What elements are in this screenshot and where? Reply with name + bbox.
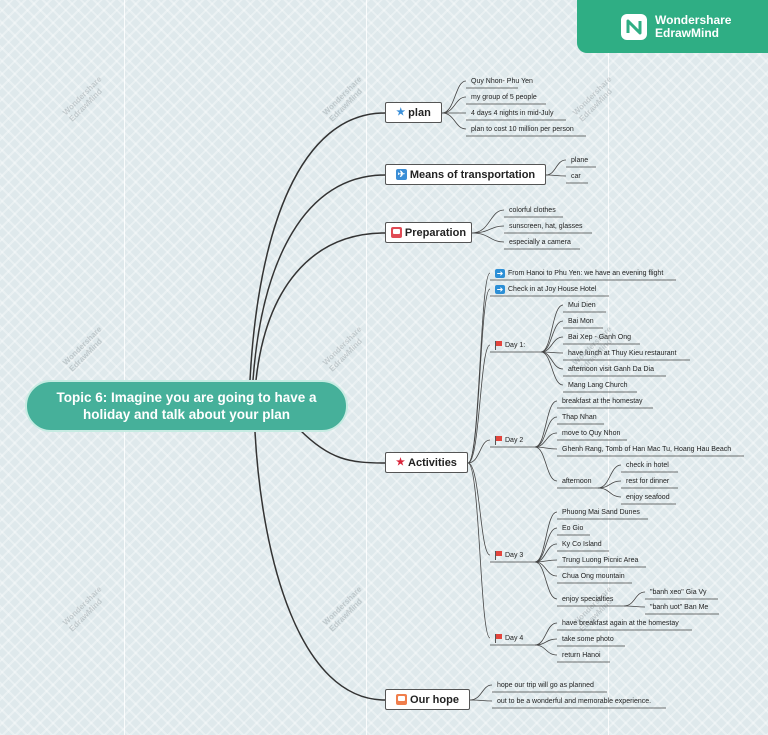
day-4-item[interactable]: return Hanoi: [562, 652, 601, 659]
day-3-node[interactable]: Day 3: [495, 549, 523, 562]
day-1-item[interactable]: Bai Mon: [568, 318, 594, 325]
day-3-item[interactable]: Trung Luong Picnic Area: [562, 557, 639, 564]
preparation-item[interactable]: sunscreen, hat, glasses: [509, 223, 583, 230]
specialty-item[interactable]: "banh xeo" Gia Vy: [650, 589, 707, 596]
day-2-afternoon[interactable]: afternoon: [562, 478, 592, 485]
day-3-specialties[interactable]: enjoy specialties: [562, 596, 614, 603]
background-divider: [366, 0, 367, 735]
flag-icon: [495, 436, 502, 445]
activity-arrow-item[interactable]: ➜Check in at Joy House Hotel: [495, 285, 597, 294]
blue-star-icon: ★: [396, 106, 406, 118]
hope-item[interactable]: hope our trip will go as planned: [497, 682, 594, 689]
day-2-item[interactable]: breakfast at the homestay: [562, 398, 643, 405]
preparation-item[interactable]: colorful clothes: [509, 207, 556, 214]
flag-icon: [495, 341, 502, 350]
clipboard-icon: [390, 227, 402, 238]
brand-name: Wondershare EdrawMind: [655, 12, 732, 40]
day-1-item[interactable]: Bai Xep - Ganh Ong: [568, 334, 632, 341]
afternoon-item[interactable]: enjoy seafood: [626, 494, 670, 501]
day-1-item[interactable]: afternoon visit Ganh Da Dia: [568, 366, 654, 373]
background-divider: [124, 0, 125, 735]
day-2-item[interactable]: Thap Nhan: [562, 414, 597, 421]
plan-item[interactable]: plan to cost 10 million per person: [471, 126, 574, 133]
day-3-item[interactable]: Chua Ong mountain: [562, 573, 625, 580]
note-icon: [396, 694, 408, 705]
day-1-item[interactable]: have lunch at Thuy Kieu restaurant: [568, 350, 677, 357]
day-4-item[interactable]: take some photo: [562, 636, 614, 643]
afternoon-item[interactable]: check in hotel: [626, 462, 669, 469]
flag-icon: [495, 634, 502, 643]
day-4-node[interactable]: Day 4: [495, 632, 523, 645]
transport-item[interactable]: car: [571, 173, 581, 180]
day-3-item[interactable]: Phuong Mai Sand Dunes: [562, 509, 640, 516]
arrow-right-icon: ➜: [495, 285, 505, 294]
preparation-item[interactable]: especially a camera: [509, 239, 571, 246]
topic-transportation[interactable]: ✈Means of transportation: [385, 164, 546, 185]
topic-our-hope[interactable]: Our hope: [385, 689, 470, 710]
specialty-item[interactable]: "banh uot" Ban Me: [650, 604, 709, 611]
topic-preparation[interactable]: Preparation: [385, 222, 472, 243]
plan-item[interactable]: my group of 5 people: [471, 94, 537, 101]
central-topic[interactable]: Topic 6: Imagine you are going to have a…: [25, 380, 348, 432]
brand-banner: Wondershare EdrawMind: [577, 0, 768, 53]
flag-icon: [495, 551, 502, 560]
plan-item[interactable]: 4 days 4 nights in mid-July: [471, 110, 554, 117]
transport-item[interactable]: plane: [571, 157, 589, 164]
red-star-icon: ★: [396, 456, 406, 468]
day-1-node[interactable]: Day 1:: [495, 339, 525, 352]
day-2-item[interactable]: Ghenh Rang, Tomb of Han Mac Tu, Hoang Ha…: [562, 446, 732, 453]
day-2-node[interactable]: Day 2: [495, 434, 523, 447]
day-1-item[interactable]: Mui Dien: [568, 302, 596, 309]
activity-arrow-item[interactable]: ➜From Hanoi to Phu Yen: we have an eveni…: [495, 269, 664, 278]
topic-activities[interactable]: ★Activities: [385, 452, 468, 473]
edrawmind-logo-icon: [621, 13, 647, 40]
topic-plan[interactable]: ★plan: [385, 102, 442, 123]
airplane-icon: ✈: [395, 169, 407, 180]
background-divider: [608, 0, 609, 735]
day-1-item[interactable]: Mang Lang Church: [568, 382, 628, 389]
day-4-item[interactable]: have breakfast again at the homestay: [562, 620, 679, 627]
day-2-item[interactable]: move to Quy Nhon: [562, 430, 621, 437]
arrow-right-icon: ➜: [495, 269, 505, 278]
day-3-item[interactable]: Ky Co Island: [562, 541, 602, 548]
afternoon-item[interactable]: rest for dinner: [626, 478, 670, 485]
day-3-item[interactable]: Eo Gio: [562, 525, 584, 532]
hope-item[interactable]: out to be a wonderful and memorable expe…: [497, 698, 652, 705]
plan-item[interactable]: Quy Nhon- Phu Yen: [471, 78, 533, 85]
